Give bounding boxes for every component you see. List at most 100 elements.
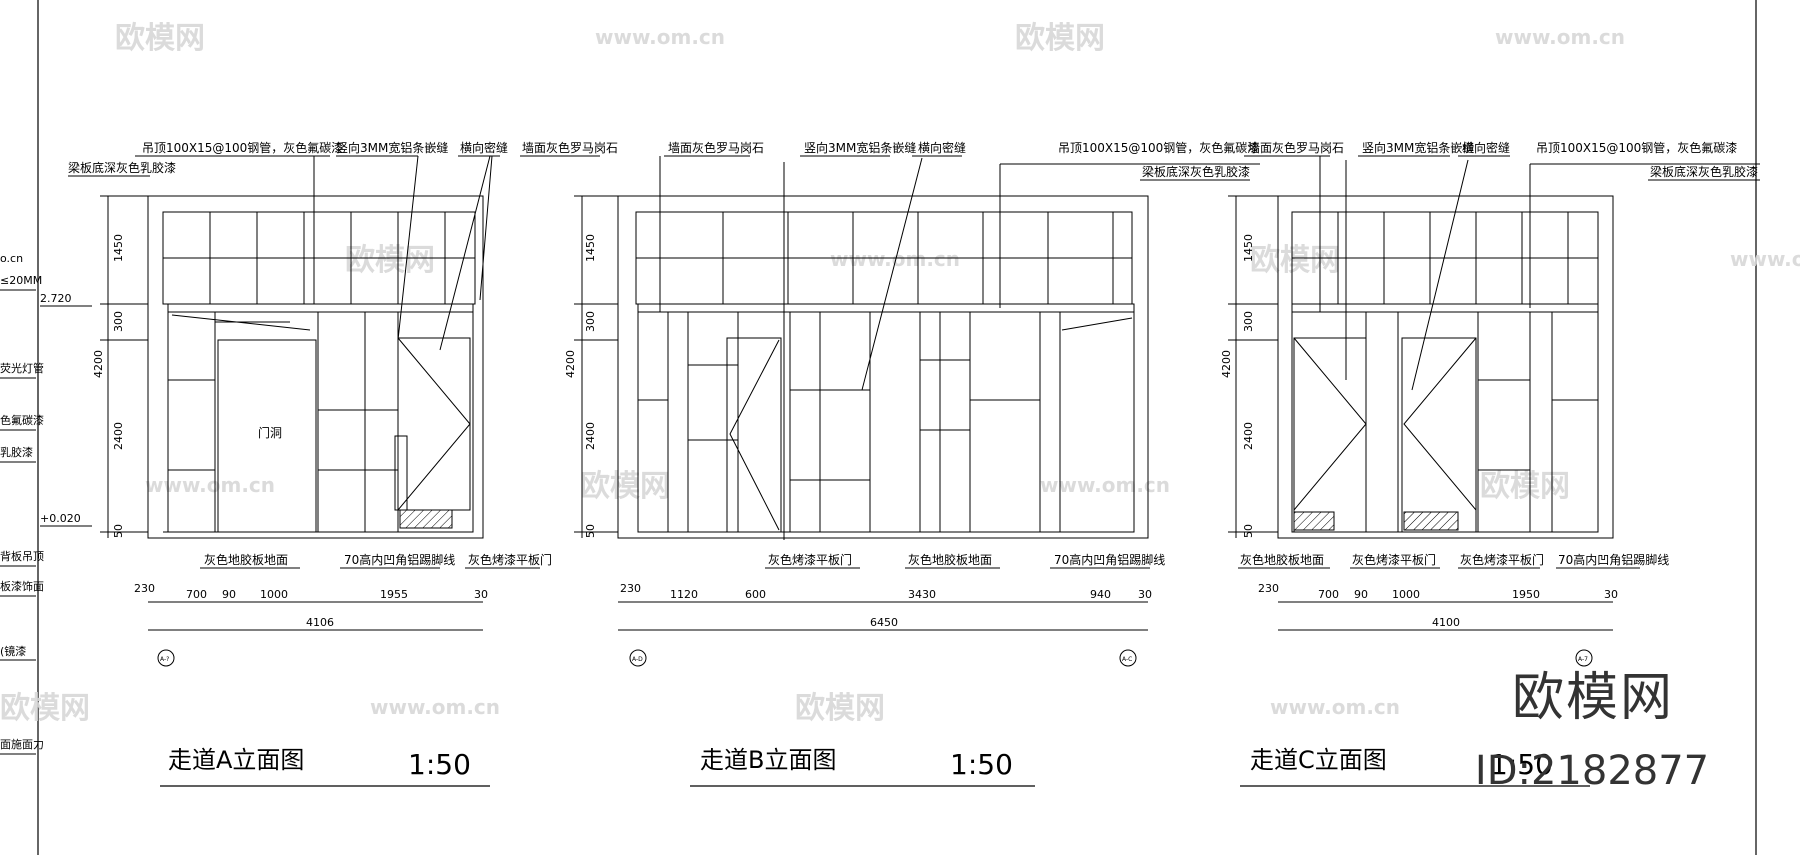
height-dim: 4200 <box>92 350 105 378</box>
width-dim: 1955 <box>380 588 408 601</box>
structure-outline <box>1277 195 1614 539</box>
watermark-logo: 欧模网 <box>1015 21 1105 56</box>
width-dim: 1120 <box>670 588 698 601</box>
stub-label: 色氟碳漆 <box>0 413 44 427</box>
note-joint: 横向密缝 <box>1462 140 1510 155</box>
brand-id: ID:2182877 <box>1474 748 1710 794</box>
wall-zone <box>167 311 474 533</box>
bottom-note: 灰色地胶板地面 <box>204 552 288 567</box>
width-dim: 230 <box>620 582 641 595</box>
note-ceiling: 吊顶100X15@100钢管，灰色氟碳漆 <box>1536 140 1737 155</box>
elevation-c-vdims: 1450 300 4200 2400 50 <box>1220 195 1278 538</box>
note-beam: 梁板底深灰色乳胶漆 <box>68 160 176 175</box>
width-dim: 600 <box>745 588 766 601</box>
door-leaf <box>397 337 471 511</box>
total-dim: 4106 <box>306 616 334 629</box>
width-dim: 1000 <box>1392 588 1420 601</box>
note-ceiling: 吊顶100X15@100钢管，灰色氟碳漆 <box>142 140 343 155</box>
watermark-url: www.om.cn <box>370 695 500 719</box>
scale-b: 1:50 <box>950 748 1013 781</box>
axis-marker <box>1575 649 1593 667</box>
ceiling-grid <box>1292 212 1598 304</box>
note-joint: 横向密缝 <box>460 140 508 155</box>
door-leaf-left <box>1293 337 1367 533</box>
watermark-url: www.om.cn <box>145 473 275 497</box>
axis-label: A-? <box>160 656 169 663</box>
height-dim: 300 <box>112 311 125 332</box>
ceiling-grid <box>636 212 1132 304</box>
watermark-url: www.om.cn <box>1495 25 1625 49</box>
watermark-logo: 欧模网 <box>115 21 205 56</box>
note-stone: 墙面灰色罗马岗石 <box>1248 141 1344 155</box>
stub-label: (镜漆 <box>0 644 26 658</box>
title-b: 走道B立面图 <box>700 746 836 774</box>
title-a: 走道A立面图 <box>168 746 304 774</box>
pull-handle <box>394 435 408 511</box>
elevation-b <box>617 195 1149 539</box>
watermark-logo: 欧模网 <box>1250 243 1340 278</box>
watermark-logo: 欧模网 <box>345 243 435 278</box>
total-dim: 4100 <box>1432 616 1460 629</box>
left-stub-lines <box>0 289 92 755</box>
width-dim: 230 <box>134 582 155 595</box>
elevation-c-text: 墙面灰色罗马岗石 竖向3MM宽铝条嵌缝 横向密缝 吊顶100X15@100钢管，… <box>1240 140 1758 567</box>
width-dim: 3430 <box>908 588 936 601</box>
width-dim: 30 <box>474 588 488 601</box>
stub-label: 2.720 <box>40 292 72 305</box>
width-dim: 1000 <box>260 588 288 601</box>
watermark-url: www.om.cn <box>1730 247 1800 271</box>
stub-label: +0.020 <box>40 512 81 525</box>
bottom-note: 70高内凹角铝踢脚线 <box>1558 552 1669 567</box>
bottom-note: 灰色烤漆平板门 <box>468 552 552 567</box>
stub-label: ≤20MM <box>0 274 42 287</box>
note-stone: 墙面灰色罗马岗石 <box>668 141 764 155</box>
width-dim: 30 <box>1604 588 1618 601</box>
axis-marker <box>157 649 175 667</box>
kick-panel <box>1403 511 1459 531</box>
left-stub-labels: o.cn ≤20MM 2.720 荧光灯管 色氟碳漆 乳胶漆 +0.020 背板… <box>0 252 81 751</box>
bottom-note: 70高内凹角铝踢脚线 <box>344 552 455 567</box>
bottom-note: 灰色地胶板地面 <box>1240 552 1324 567</box>
door-swing <box>1293 337 1367 511</box>
width-dim: 1950 <box>1512 588 1540 601</box>
width-dim: 90 <box>1354 588 1368 601</box>
elevation-a-hdims: 230 700 90 1000 1955 30 4106 A-? <box>134 582 488 667</box>
elevation-b-text: 墙面灰色罗马岗石 竖向3MM宽铝条嵌缝 横向密缝 吊顶100X15@100钢管，… <box>668 140 1259 567</box>
note-stone: 墙面灰色罗马岗石 <box>522 141 618 155</box>
axis-marker <box>1119 649 1137 667</box>
stub-label: o.cn <box>0 252 23 265</box>
axis-label: A-D <box>632 656 643 663</box>
door-swing <box>1403 337 1477 511</box>
elevation-a <box>147 195 484 539</box>
door-label: 门洞 <box>258 425 282 440</box>
bottom-note: 灰色烤漆平板门 <box>1460 552 1544 567</box>
elevation-c <box>1277 195 1614 539</box>
axis-label: A-7 <box>1578 656 1588 663</box>
elevation-c-hdims: 230 700 90 1000 1950 30 4100 A-7 <box>1258 582 1618 667</box>
title-c: 走道C立面图 <box>1250 746 1387 774</box>
watermark-logo: 欧模网 <box>0 691 90 726</box>
width-dim: 230 <box>1258 582 1279 595</box>
elevation-c-leaders <box>1238 155 1760 569</box>
door-swing <box>729 339 780 531</box>
height-dim: 2400 <box>1242 422 1255 450</box>
note-beam: 梁板底深灰色乳胶漆 <box>1142 164 1250 179</box>
axis-label: A-C <box>1122 656 1132 663</box>
bottom-note: 灰色烤漆平板门 <box>768 552 852 567</box>
ceiling-beam <box>167 303 474 313</box>
height-dim: 2400 <box>584 422 597 450</box>
width-dim: 940 <box>1090 588 1111 601</box>
door-swing <box>397 337 471 511</box>
height-dim: 1450 <box>584 234 597 262</box>
structure-outline <box>147 195 484 539</box>
height-dim: 50 <box>1242 524 1255 538</box>
width-dim: 90 <box>222 588 236 601</box>
note-ceiling: 吊顶100X15@100钢管，灰色氟碳漆 <box>1058 140 1259 155</box>
stub-label: 荧光灯管 <box>0 361 44 375</box>
door-leaf <box>726 337 782 533</box>
structure-outline <box>617 195 1149 539</box>
note-joint: 横向密缝 <box>918 140 966 155</box>
brand-logo-text: 欧模网 <box>1511 668 1674 728</box>
note-aluminium: 竖向3MM宽铝条嵌缝 <box>804 140 916 155</box>
scale-c: 1:50 <box>1490 748 1553 781</box>
